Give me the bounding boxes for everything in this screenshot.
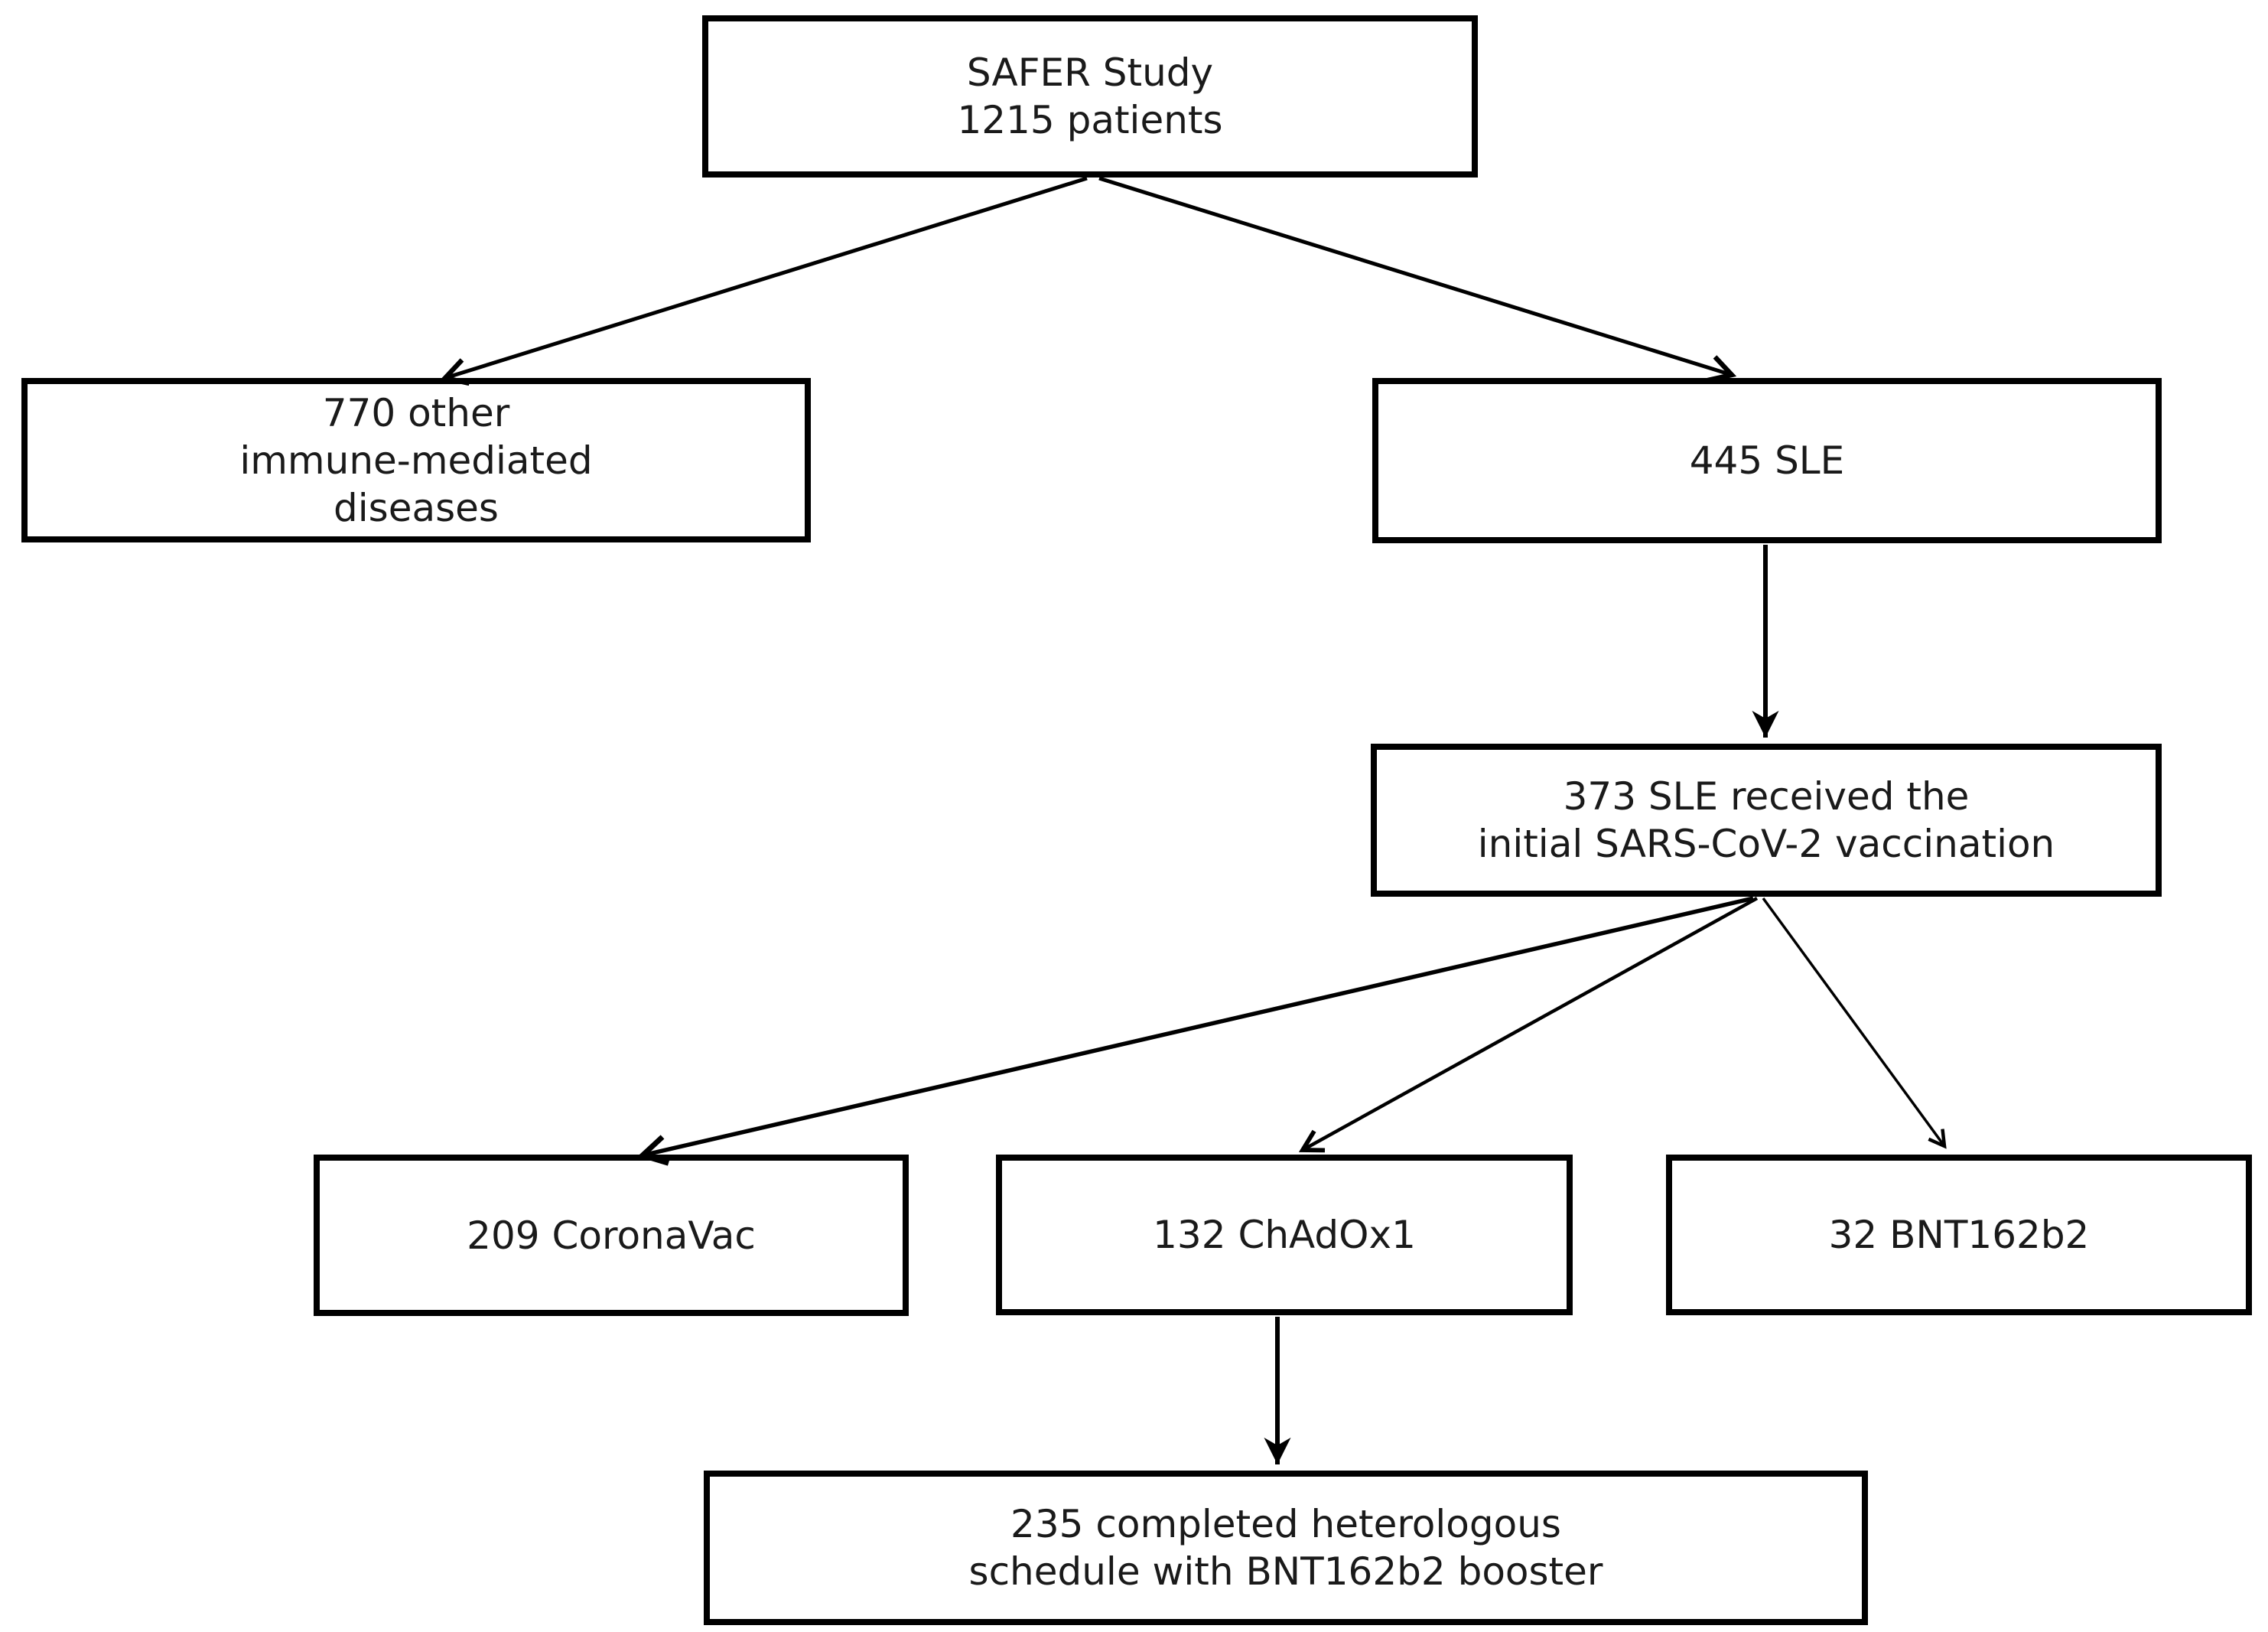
node-other-imd-line3: diseases (334, 485, 499, 530)
node-132-chadox1: 132 ChAdOx1 (996, 1155, 1573, 1315)
node-safer-study-line1: SAFER Study (966, 50, 1214, 95)
node-373-line1: 373 SLE received the (1563, 774, 1970, 819)
node-bnt162b2-label: 32 BNT162b2 (1828, 1213, 2090, 1257)
node-445-sle-label: 445 SLE (1689, 438, 1845, 483)
node-209-coronavac: 209 CoronaVac (314, 1155, 909, 1316)
edge-safer-to-other (440, 176, 1088, 386)
node-safer-study: SAFER Study 1215 patients (702, 15, 1478, 178)
node-booster-line1: 235 completed heterologous (1010, 1502, 1561, 1546)
node-other-imd-line1: 770 other (322, 390, 510, 435)
node-373-sle-vaccinated: 373 SLE received the initial SARS-CoV-2 … (1371, 744, 2162, 897)
node-safer-study-line2: 1215 patients (957, 98, 1223, 142)
edge-vaccinated-to-coronavac (637, 896, 1754, 1166)
node-other-imd-line2: immune-mediated (239, 438, 593, 483)
node-coronavac-label: 209 CoronaVac (467, 1213, 756, 1258)
node-other-immune-mediated-diseases: 770 other immune-mediated diseases (21, 378, 811, 542)
node-445-sle: 445 SLE (1372, 378, 2162, 543)
node-235-booster: 235 completed heterologous schedule with… (704, 1471, 1868, 1625)
node-chadox1-label: 132 ChAdOx1 (1153, 1213, 1416, 1257)
node-32-bnt162b2: 32 BNT162b2 (1666, 1155, 2252, 1315)
node-373-line2: initial SARS-CoV-2 vaccination (1477, 822, 2055, 866)
edge-vaccinated-to-bnt162b2 (1762, 897, 1947, 1149)
edge-vaccinated-to-chadox1 (1298, 897, 1759, 1153)
node-booster-line2: schedule with BNT162b2 booster (968, 1549, 1603, 1594)
edge-safer-to-sle (1098, 176, 1737, 383)
